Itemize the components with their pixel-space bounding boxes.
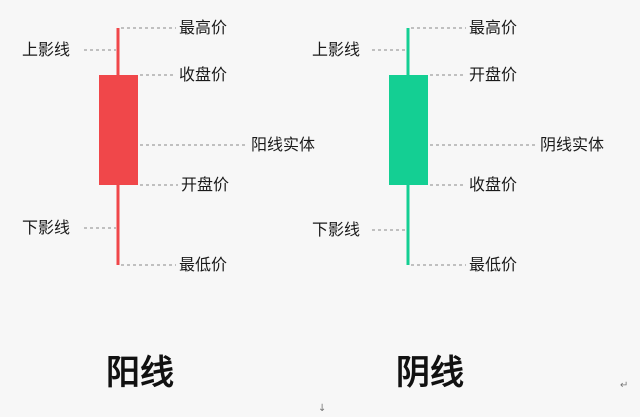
yang-label-lower-shadow: 下影线 xyxy=(22,218,70,237)
yang-candle xyxy=(99,28,138,265)
yang-label-high: 最高价 xyxy=(179,18,227,37)
yang-label-low: 最低价 xyxy=(179,255,227,274)
yin-title: 阴线 xyxy=(396,353,464,393)
yin-label-lower-shadow: 下影线 xyxy=(312,220,360,239)
yang-label-close: 收盘价 xyxy=(179,65,227,84)
down-arrow-mark: ↓ xyxy=(318,403,327,414)
yang-label-open: 开盘价 xyxy=(181,175,229,194)
yin-candle xyxy=(389,28,428,265)
yang-title: 阳线 xyxy=(106,353,174,393)
yang-label-body: 阳线实体 xyxy=(251,135,315,154)
return-arrow-mark: ↵ xyxy=(620,380,629,391)
yin-label-upper-shadow: 上影线 xyxy=(312,40,360,59)
yang-body xyxy=(99,75,138,185)
yang-label-upper-shadow: 上影线 xyxy=(22,40,70,59)
yin-label-low: 最低价 xyxy=(469,255,517,274)
yin-label-high: 最高价 xyxy=(469,18,517,37)
yin-label-open: 开盘价 xyxy=(469,65,517,84)
yin-label-close: 收盘价 xyxy=(469,175,517,194)
yin-body xyxy=(389,75,428,185)
yin-label-body: 阴线实体 xyxy=(540,135,604,154)
